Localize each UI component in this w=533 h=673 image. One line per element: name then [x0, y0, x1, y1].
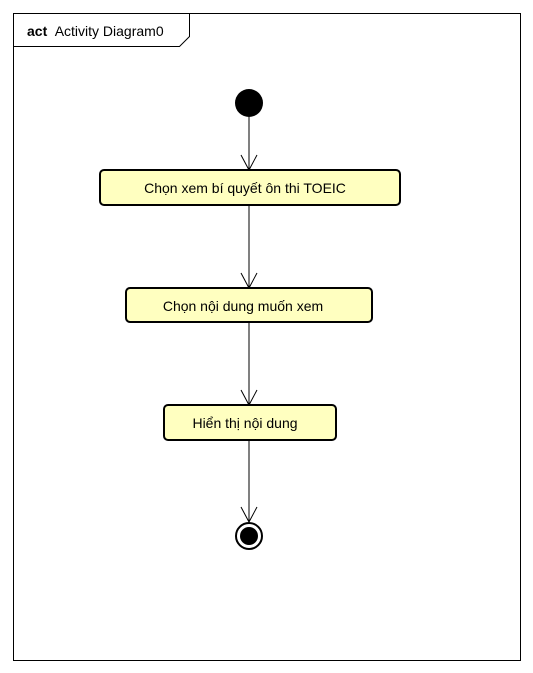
action-label-2: Chọn nội dung muốn xem: [163, 298, 323, 314]
action-node-3[interactable]: Hiển thị nội dung: [163, 404, 337, 441]
action-node-1[interactable]: Chọn xem bí quyết ôn thi TOEIC: [99, 169, 401, 206]
action-label-1: Chọn xem bí quyết ôn thi TOEIC: [144, 180, 346, 196]
final-node[interactable]: [235, 522, 263, 550]
frame-title-tab: [13, 13, 190, 47]
initial-node[interactable]: [235, 89, 263, 117]
action-label-3: Hiển thị nội dung: [192, 415, 297, 431]
diagram-frame: [13, 13, 521, 661]
frame-keyword: act: [27, 23, 48, 39]
action-node-2[interactable]: Chọn nội dung muốn xem: [125, 287, 373, 323]
frame-name: Activity Diagram0: [55, 23, 164, 39]
frame-title: act Activity Diagram0: [27, 23, 164, 40]
